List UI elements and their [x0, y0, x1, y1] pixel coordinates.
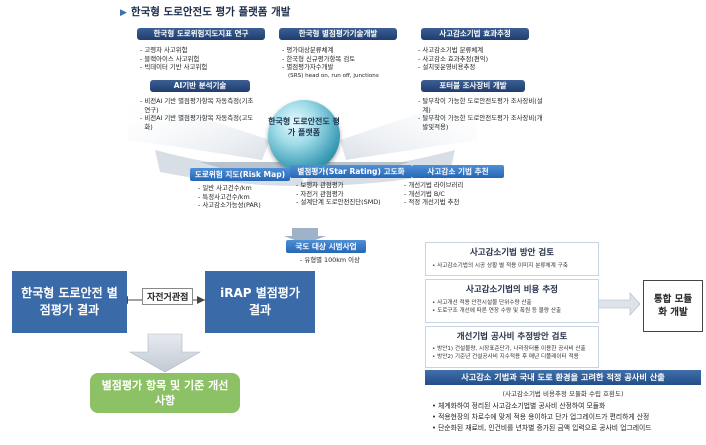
list-note: (SRS) head on, run off, junctions — [288, 72, 379, 79]
risk-map-header: 도로위험 지도(Risk Map) — [190, 168, 290, 181]
portable-device-list: 탈부착이 가능한 도로안전도평가 조사장비(설계) 탈부착이 가능한 도로안전도… — [418, 97, 558, 131]
star-rating-advance-list: 보행자 관점평가 자전거 관점평가 설계단계 도로안전진단(SMD) — [296, 181, 416, 207]
korean-star-rating-result-box: 한국형 도로안전 별점평가 결과 — [12, 271, 127, 333]
platform-hub-label: 한국형 도로안전도 평 가 플랫폼 — [268, 117, 340, 137]
method-review-section: 사고감소기법 방안 검토 사고감소기법의 시공 상황 별 적용 이미지 분류체계… — [425, 242, 599, 276]
list-item: 일반 사고건수/km — [198, 184, 298, 193]
pilot-project-list: 유형별 100km 이상 — [300, 256, 390, 265]
list-item: 사고감소기법 분류체계 — [418, 46, 548, 55]
star-rating-tech-list: 평가대상분류체계 한국형 신규평가항목 검토 별점평가자수개발 (SRS) he… — [282, 46, 412, 80]
platform-hub-sphere — [268, 100, 340, 172]
list-item: 블랙아이스 사고위험 — [140, 55, 270, 64]
list-item: 도로구조 개선에 따른 연장 수량 및 폭원 등 물량 산출 — [432, 307, 598, 315]
improvement-result-box: 별점평가 항목 및 기준 개선사항 — [90, 373, 240, 413]
risk-map-list: 일반 사고건수/km 특정사고건수/km 사고감소가능성(PAR) — [198, 184, 298, 210]
page-title: ▶한국형 도로안전도 평가 플랫폼 개발 — [120, 6, 291, 18]
risk-index-research-header: 한국형 도로위험지도지표 연구 — [137, 28, 265, 40]
list-item: 사고감소기법의 시공 상황 별 적용 이미지 분류체계 구축 — [432, 262, 598, 270]
list-item: 탈부착이 가능한 도로안전도평가 조사장비(개발및적용) — [418, 114, 558, 131]
list-item: 사고감소가능성(PAR) — [198, 201, 298, 210]
reduction-effect-list: 사고감소기법 분류체계 사고감소 효과추정(편익) 설치및운영비용추정 — [418, 46, 548, 72]
construction-cost-section: 개선기법 공사비 추정방안 검토 방안1) 건설물량, 시장표준단가, 나라장터… — [425, 326, 599, 368]
integrated-module-box: 통합 모듈화 개발 — [643, 280, 703, 332]
section-title: 개선기법 공사비 추정방안 검토 — [456, 332, 568, 342]
list-item: 비전AI 기반 별점평가항목 자동측정(고도화) — [140, 114, 270, 131]
list-item: 빅데이터 기반 사고위험 — [140, 63, 270, 72]
star-rating-tech-header: 한국형 별점평가기술개발 — [279, 28, 397, 40]
list-item: 자전거 관점평가 — [296, 190, 416, 199]
cost-bullets: 체계화하여 정리된 사고감소기법별 공사비 산정하여 모듈화 적용현장의 차로수… — [432, 401, 702, 434]
list-item: 설치및운영비용추정 — [418, 63, 548, 72]
reduction-recommend-header: 사고감소 기법 추천 — [412, 165, 504, 178]
list-item: 비전AI 기반 별점평가항목 자동측정(기초연구) — [140, 97, 270, 114]
triangle-bullet-icon: ▶ — [120, 8, 127, 18]
cost-estimate-section: 사고감소기법의 비용 추정 사고개선 적용 안전시설물 단위수량 산출 도로구조… — [425, 279, 599, 323]
section-title: 사고감소기법의 비용 추정 — [466, 285, 558, 295]
list-item: 적용현장의 차로수에 맞게 적용 용이하고 단가 업그레이드가 편리하게 산정 — [432, 412, 702, 423]
list-item: 방안2) 기준년 건설공사비 지수적용 후 매년 디플레이터 적용 — [432, 353, 598, 361]
list-item: 설계단계 도로안전진단(SMD) — [296, 198, 416, 207]
list-item: 사고감소 효과추정(편익) — [418, 55, 548, 64]
cost-banner: 사고감소 기법과 국내 도로 환경을 고려한 적정 공사비 산출 — [425, 370, 701, 385]
list-item: 체계화하여 정리된 사고감소기법별 공사비 산정하여 모듈화 — [432, 401, 702, 412]
ai-analysis-header: AI기반 분석기술 — [150, 80, 250, 92]
reduction-effect-header: 사고감소기법 효과추정 — [421, 28, 529, 40]
reduction-recommend-list: 개선기법 라이브러리 개선기법 B/C 적정 개선기법 추천 — [404, 181, 514, 207]
list-item: 한국형 신규평가항목 검토 — [282, 55, 412, 64]
comparison-label: 자전거관점 — [142, 288, 194, 305]
list-item: 사고개선 적용 안전시설물 단위수량 산출 — [432, 299, 598, 307]
star-rating-advance-header: 별점평가(Star Rating) 고도화 — [290, 165, 412, 178]
list-item: 고령자 사고위험 — [140, 46, 270, 55]
portable-device-header: 포터블 조사장비 개발 — [421, 80, 525, 92]
list-item: 별점평가자수개발 — [282, 63, 412, 72]
list-item: 개선기법 B/C — [404, 190, 514, 199]
list-item: 평가대상분류체계 — [282, 46, 412, 55]
list-item: 적정 개선기법 추천 — [404, 198, 514, 207]
list-item: 단순화된 재료비, 인건비를 년차별 증가된 금액 입력으로 공사비 업그레이드 — [432, 423, 702, 434]
list-item: 보행자 관점평가 — [296, 181, 416, 190]
cost-banner-subtitle: (사고감소기법 비용추정 모듈화 수립 호환도) — [502, 390, 624, 398]
ai-analysis-list: 비전AI 기반 별점평가항목 자동측정(기초연구) 비전AI 기반 별점평가항목… — [140, 97, 270, 131]
pilot-project-header: 국도 대상 시범사업 — [286, 240, 366, 253]
risk-index-research-list: 고령자 사고위험 블랙아이스 사고위험 빅데이터 기반 사고위험 — [140, 46, 270, 72]
list-item: 특정사고건수/km — [198, 193, 298, 202]
list-item: 개선기법 라이브러리 — [404, 181, 514, 190]
list-item: 탈부착이 가능한 도로안전도평가 조사장비(설계) — [418, 97, 558, 114]
list-item: 유형별 100km 이상 — [300, 256, 390, 265]
section-title: 사고감소기법 방안 검토 — [469, 248, 555, 258]
list-item: 방안1) 건설물량, 시장표준단가, 나라장터를 이용한 공사비 산출 — [432, 345, 598, 353]
irap-result-box: iRAP 별점평가 결과 — [205, 271, 315, 333]
